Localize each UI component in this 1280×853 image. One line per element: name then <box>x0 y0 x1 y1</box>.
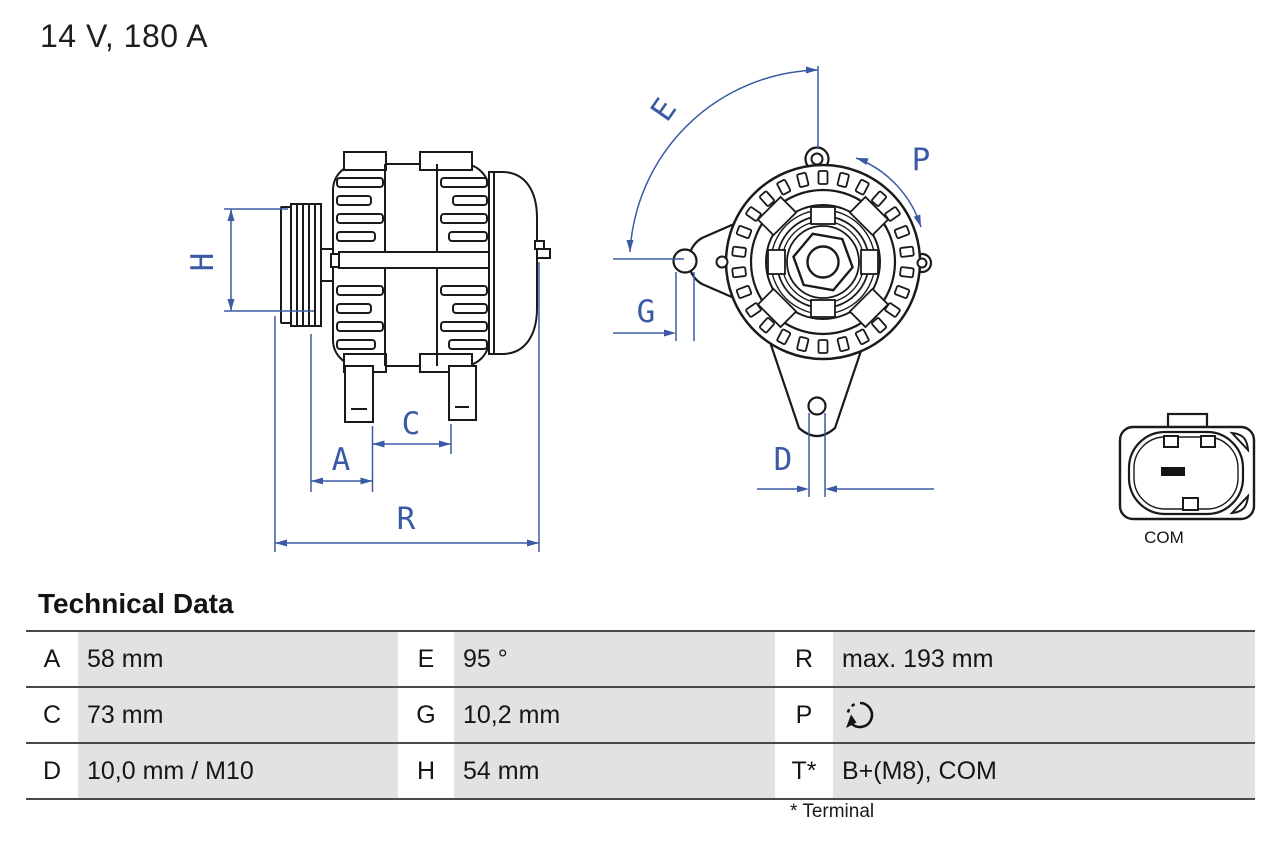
dim-key-D: D <box>26 744 78 798</box>
dimension-H: H <box>185 208 314 312</box>
table-row: C 73 mm G 10,2 mm P <box>26 688 1255 744</box>
dim-value-D: 10,0 mm / M10 <box>78 744 398 798</box>
alternator-technical-drawing: H A C R <box>185 66 1256 552</box>
com-connector-diagram: COM <box>1118 412 1256 547</box>
dim-value-H: 54 mm <box>454 744 775 798</box>
dim-value-P <box>833 688 1255 742</box>
dimension-A: A <box>310 334 374 492</box>
alternator-body <box>330 151 499 373</box>
dim-value-E: 95 ° <box>454 632 775 686</box>
terminal-footnote: * Terminal <box>790 801 875 822</box>
cooling-fins <box>336 177 488 350</box>
table-row: A 58 mm E 95 ° R max. 193 mm <box>26 632 1255 688</box>
table-row: D 10,0 mm / M10 H 54 mm T* B+(M8), COM <box>26 744 1255 800</box>
dim-key-A: A <box>26 632 78 686</box>
dimension-P: P <box>855 142 931 228</box>
dim-key-E: E <box>398 632 454 686</box>
connector-pin <box>1161 467 1185 476</box>
dim-key-T: T* <box>775 744 833 798</box>
dim-key-C: C <box>26 688 78 742</box>
dimension-label-e: E <box>644 92 684 128</box>
rotation-direction-icon <box>846 701 874 729</box>
dim-key-G: G <box>398 688 454 742</box>
mounting-feet <box>344 365 477 423</box>
alternator-side-view <box>280 151 551 423</box>
b-plus-terminal-stud <box>534 240 545 250</box>
bottom-mounting-lug <box>768 340 866 438</box>
dimension-label-c: C <box>402 406 421 442</box>
stator-segments <box>756 195 890 329</box>
dimension-D: D <box>757 413 934 497</box>
dim-value-C: 73 mm <box>78 688 398 742</box>
dimension-C: C <box>372 406 452 454</box>
rear-cover <box>488 171 551 355</box>
dim-value-G: 10,2 mm <box>454 688 775 742</box>
dimension-G: G <box>613 272 695 341</box>
dim-key-H: H <box>398 744 454 798</box>
dimension-label-a: A <box>332 442 351 478</box>
dimension-label-d: D <box>774 442 793 478</box>
alternator-front-view <box>672 146 933 438</box>
dimension-label-g: G <box>637 294 656 330</box>
dim-value-R: max. 193 mm <box>833 632 1255 686</box>
page-title: 14 V, 180 A <box>40 18 209 54</box>
connector-label: COM <box>1144 528 1184 547</box>
dimension-label-h: H <box>185 253 221 272</box>
dim-value-T: B+(M8), COM <box>833 744 1255 798</box>
dimension-label-p: P <box>912 142 931 178</box>
dimension-label-r: R <box>397 501 416 537</box>
technical-data-heading: Technical Data <box>38 588 234 619</box>
pulley <box>280 203 334 327</box>
technical-data-table: A 58 mm E 95 ° R max. 193 mm C 73 mm G 1… <box>26 630 1255 800</box>
dim-value-A: 58 mm <box>78 632 398 686</box>
dimension-R: R <box>274 262 540 552</box>
dim-key-R: R <box>775 632 833 686</box>
dim-key-P: P <box>775 688 833 742</box>
